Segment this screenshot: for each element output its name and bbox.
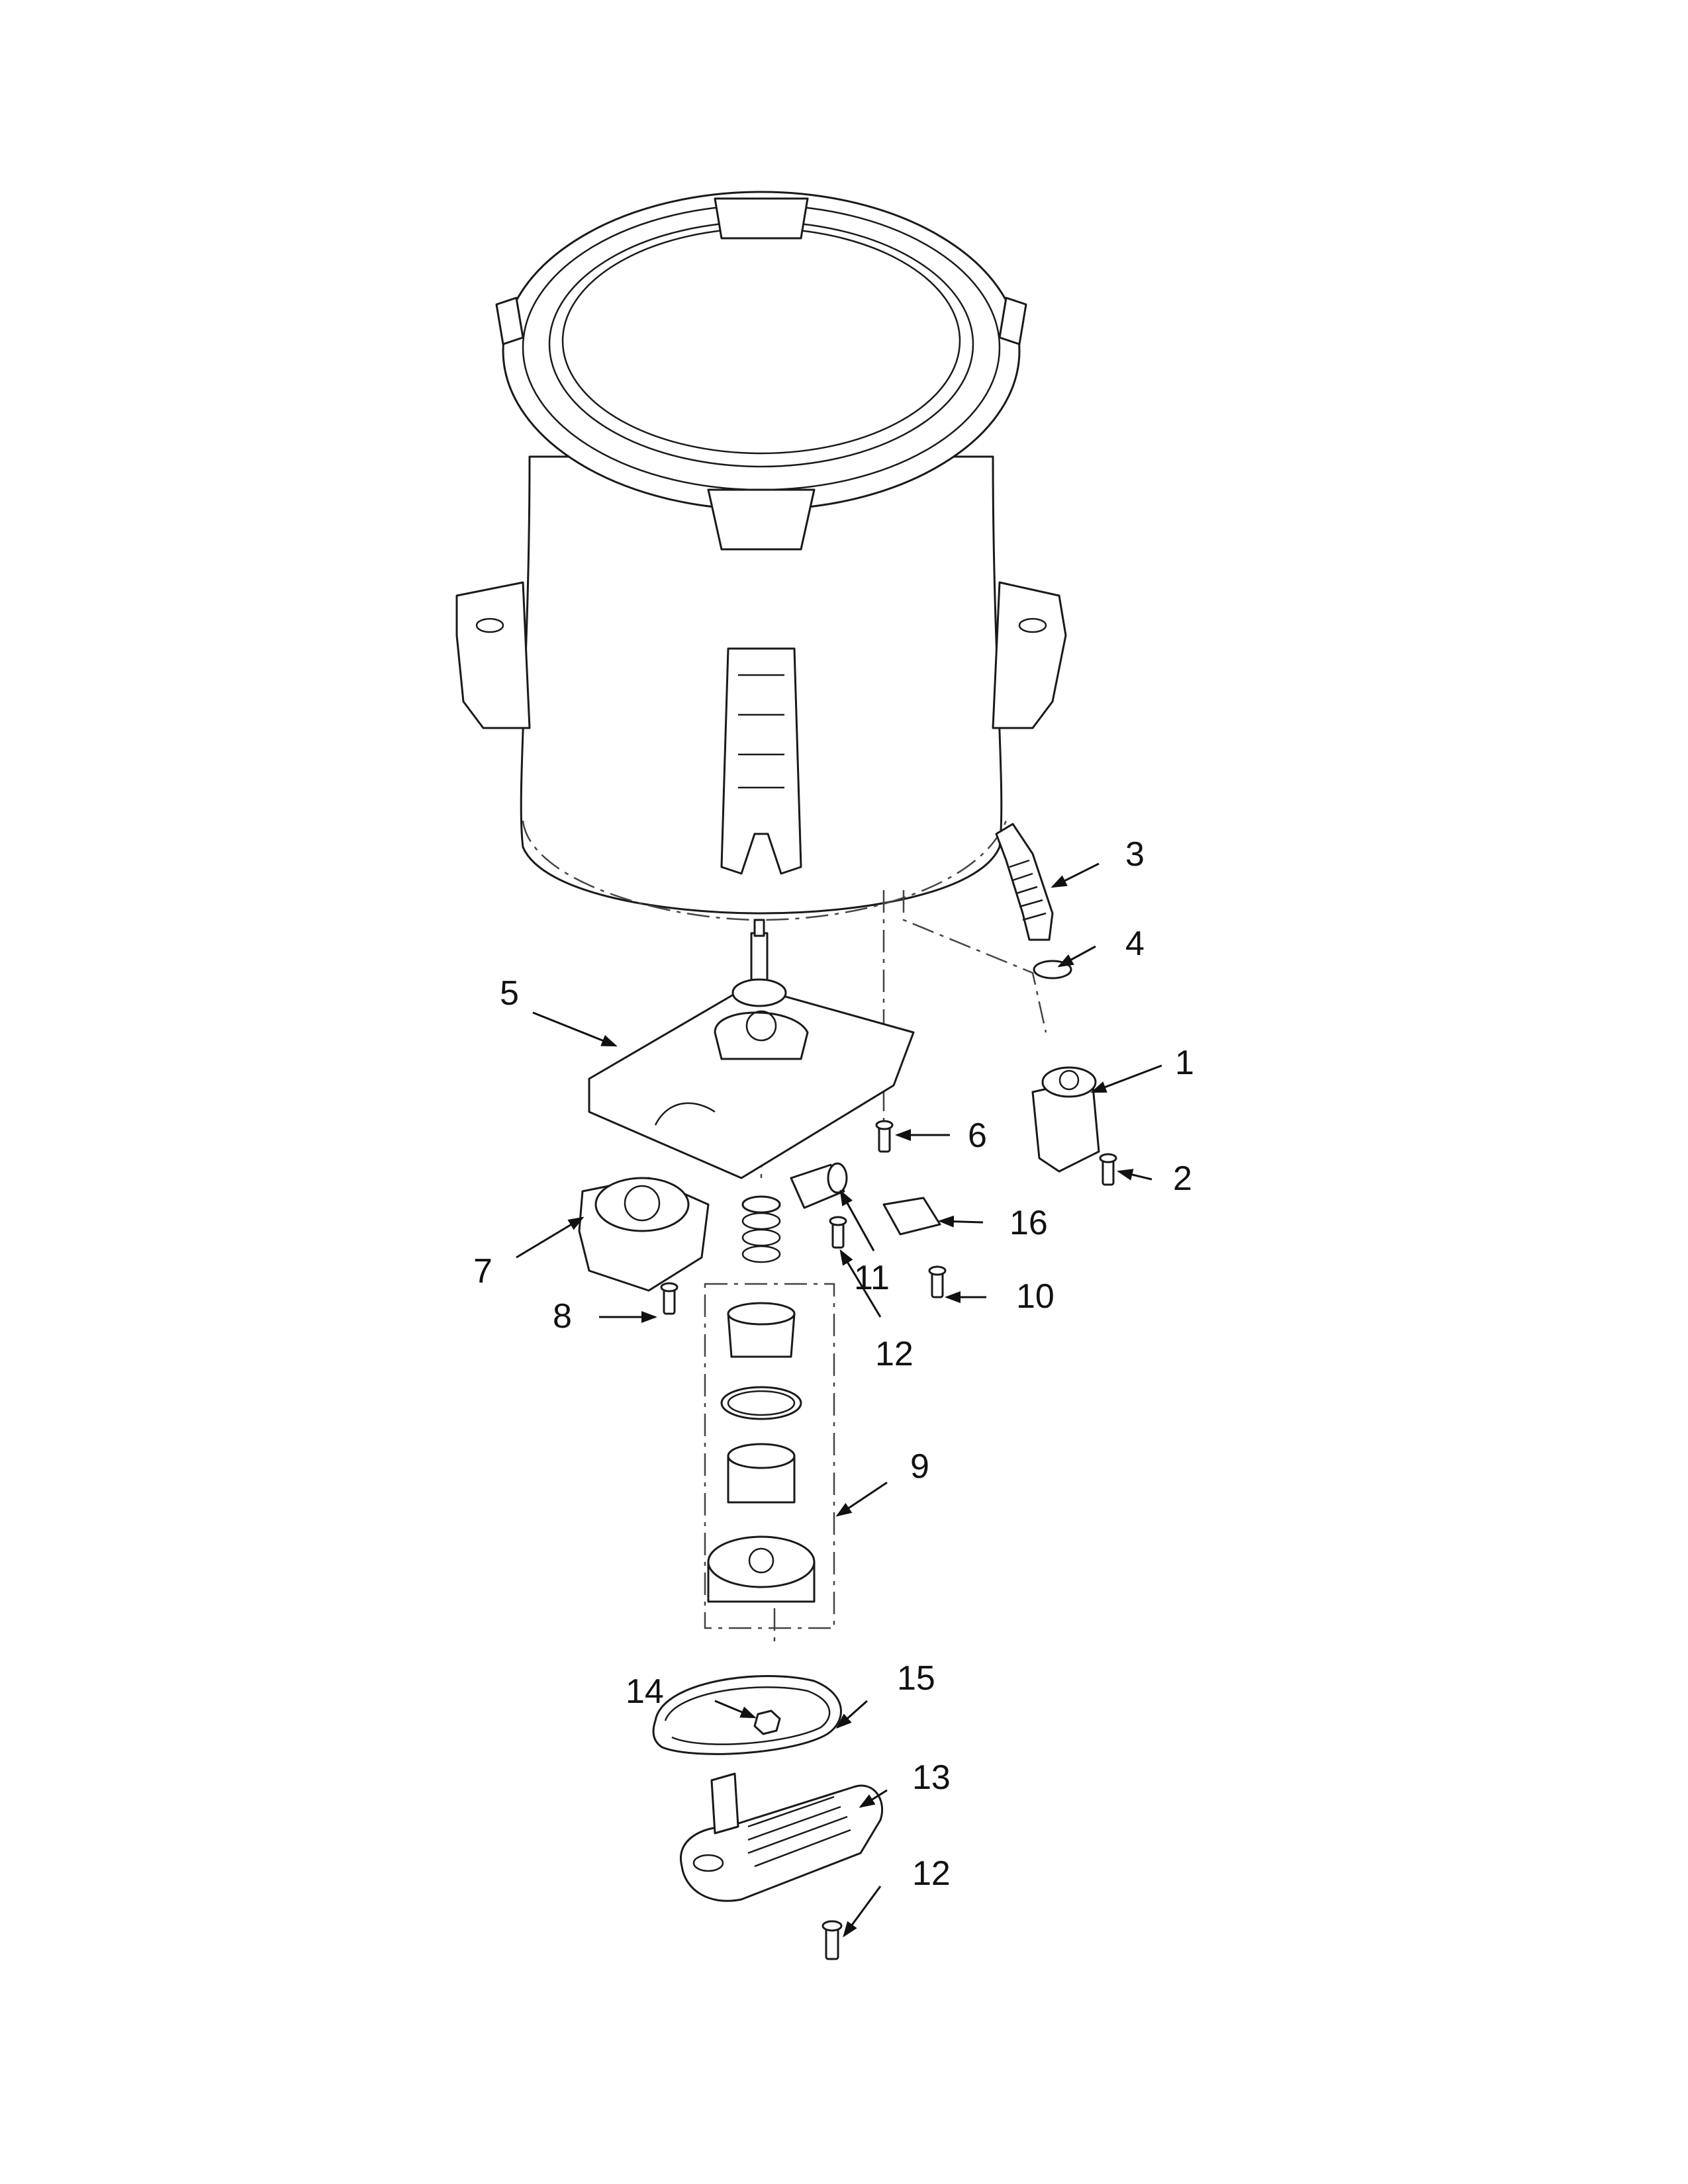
callout-12-upper: 12 [875,1335,914,1373]
callout-7: 7 [473,1252,492,1291]
callout-9: 9 [910,1447,929,1486]
callout-10: 10 [1016,1277,1055,1316]
screw-10 [928,1265,947,1298]
drive-motor [578,1177,710,1292]
callout-2: 2 [1173,1160,1192,1198]
outer-tub [455,191,1067,921]
callout-5: 5 [500,974,519,1013]
callout-6: 6 [968,1116,987,1155]
callout-14: 14 [626,1672,664,1711]
capacitor [790,1162,848,1209]
callout-8: 8 [553,1297,572,1336]
drive-base [588,919,915,1179]
screw-8 [660,1282,679,1315]
screw-12-lower [821,1920,843,1960]
callout-15: 15 [897,1659,935,1698]
callout-16: 16 [1009,1204,1048,1242]
drain-hose [995,823,1054,941]
callout-13: 13 [912,1758,951,1797]
screw-2 [1099,1153,1117,1186]
screw-12-upper [829,1216,847,1249]
drive-shield [680,1772,884,1902]
screw-6 [875,1120,894,1153]
lid-switch [882,1197,941,1236]
callout-leaders [516,862,1162,1938]
callout-4: 4 [1125,925,1145,963]
callout-12-lower: 12 [912,1854,951,1893]
callout-3: 3 [1125,835,1145,874]
callout-11: 11 [854,1259,890,1297]
clutch-assembly [704,1195,835,1629]
hex-nut [753,1709,781,1735]
callout-1: 1 [1175,1044,1194,1082]
drain-pump [1031,1066,1100,1173]
